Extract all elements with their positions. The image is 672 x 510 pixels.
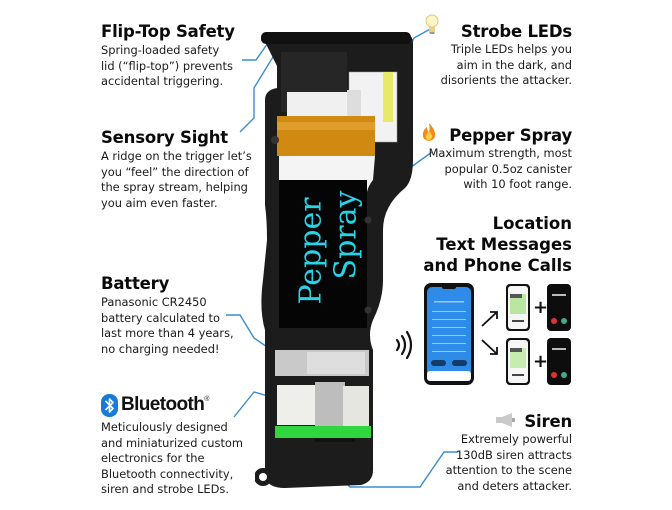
- call-phone-top: [547, 284, 571, 331]
- feature-title: Pepper Spray: [449, 126, 572, 145]
- wireless-signal-icon: [394, 330, 414, 360]
- pepper-spray-device: [255, 30, 417, 495]
- bluetooth-icon: [101, 393, 118, 417]
- feature-description: A ridge on the trigger let’s you “feel” …: [101, 149, 252, 210]
- feature-pepper-spray: Pepper Spray Maximum strength, most popu…: [412, 120, 572, 191]
- feature-title: Strobe LEDs: [460, 22, 572, 41]
- map-phone-top: [506, 284, 530, 331]
- feature-sensory-sight: Sensory Sight A ridge on the trigger let…: [101, 128, 252, 211]
- feature-flip-top: Flip-Top Safety Spring-loaded safety lid…: [101, 22, 235, 90]
- canister-label-line1: Pepper: [293, 197, 329, 305]
- feature-title: Siren: [524, 412, 572, 431]
- app-phone-main: [424, 283, 474, 385]
- feature-title: Battery: [101, 274, 170, 293]
- arrow-down-right-icon: [480, 338, 500, 356]
- feature-siren: Siren Extremely powerful 130dB siren att…: [412, 408, 573, 498]
- feature-location: Location Text Messages and Phone Calls: [400, 213, 572, 276]
- feature-description: Triple LEDs helps you aim in the dark, a…: [440, 42, 572, 87]
- feature-description: Meticulously designed and miniaturized c…: [101, 420, 243, 496]
- feature-description: Extremely powerful 130dB siren attracts …: [445, 432, 572, 493]
- feature-title: Bluetooth: [121, 394, 205, 415]
- fire-icon: [420, 122, 438, 142]
- arrow-up-right-icon: [480, 310, 500, 328]
- feature-title: Flip-Top Safety: [101, 22, 235, 41]
- feature-battery: Battery Panasonic CR2450 battery calcula…: [101, 274, 234, 357]
- bluetooth-logo: Bluetooth ®: [101, 393, 243, 417]
- feature-description: Spring-loaded safety lid (“flip-top”) pr…: [101, 43, 233, 88]
- canister-label-line2: Spray: [328, 190, 364, 280]
- feature-title: Sensory Sight: [101, 128, 228, 147]
- lightbulb-icon: [424, 14, 440, 36]
- canister-label: Pepper Spray: [280, 188, 364, 328]
- megaphone-icon: [494, 412, 516, 428]
- plus-sign: +: [533, 351, 549, 372]
- map-phone-bottom: [506, 338, 530, 385]
- call-phone-bottom: [547, 338, 571, 385]
- feature-description: Maximum strength, most popular 0.5oz can…: [428, 146, 572, 191]
- trademark-symbol: ®: [204, 396, 210, 403]
- feature-bluetooth: Bluetooth ® Meticulously designed and mi…: [101, 393, 243, 498]
- feature-description: Panasonic CR2450 battery calculated to l…: [101, 295, 234, 356]
- feature-title: Location Text Messages and Phone Calls: [423, 214, 572, 275]
- plus-sign: +: [533, 297, 549, 318]
